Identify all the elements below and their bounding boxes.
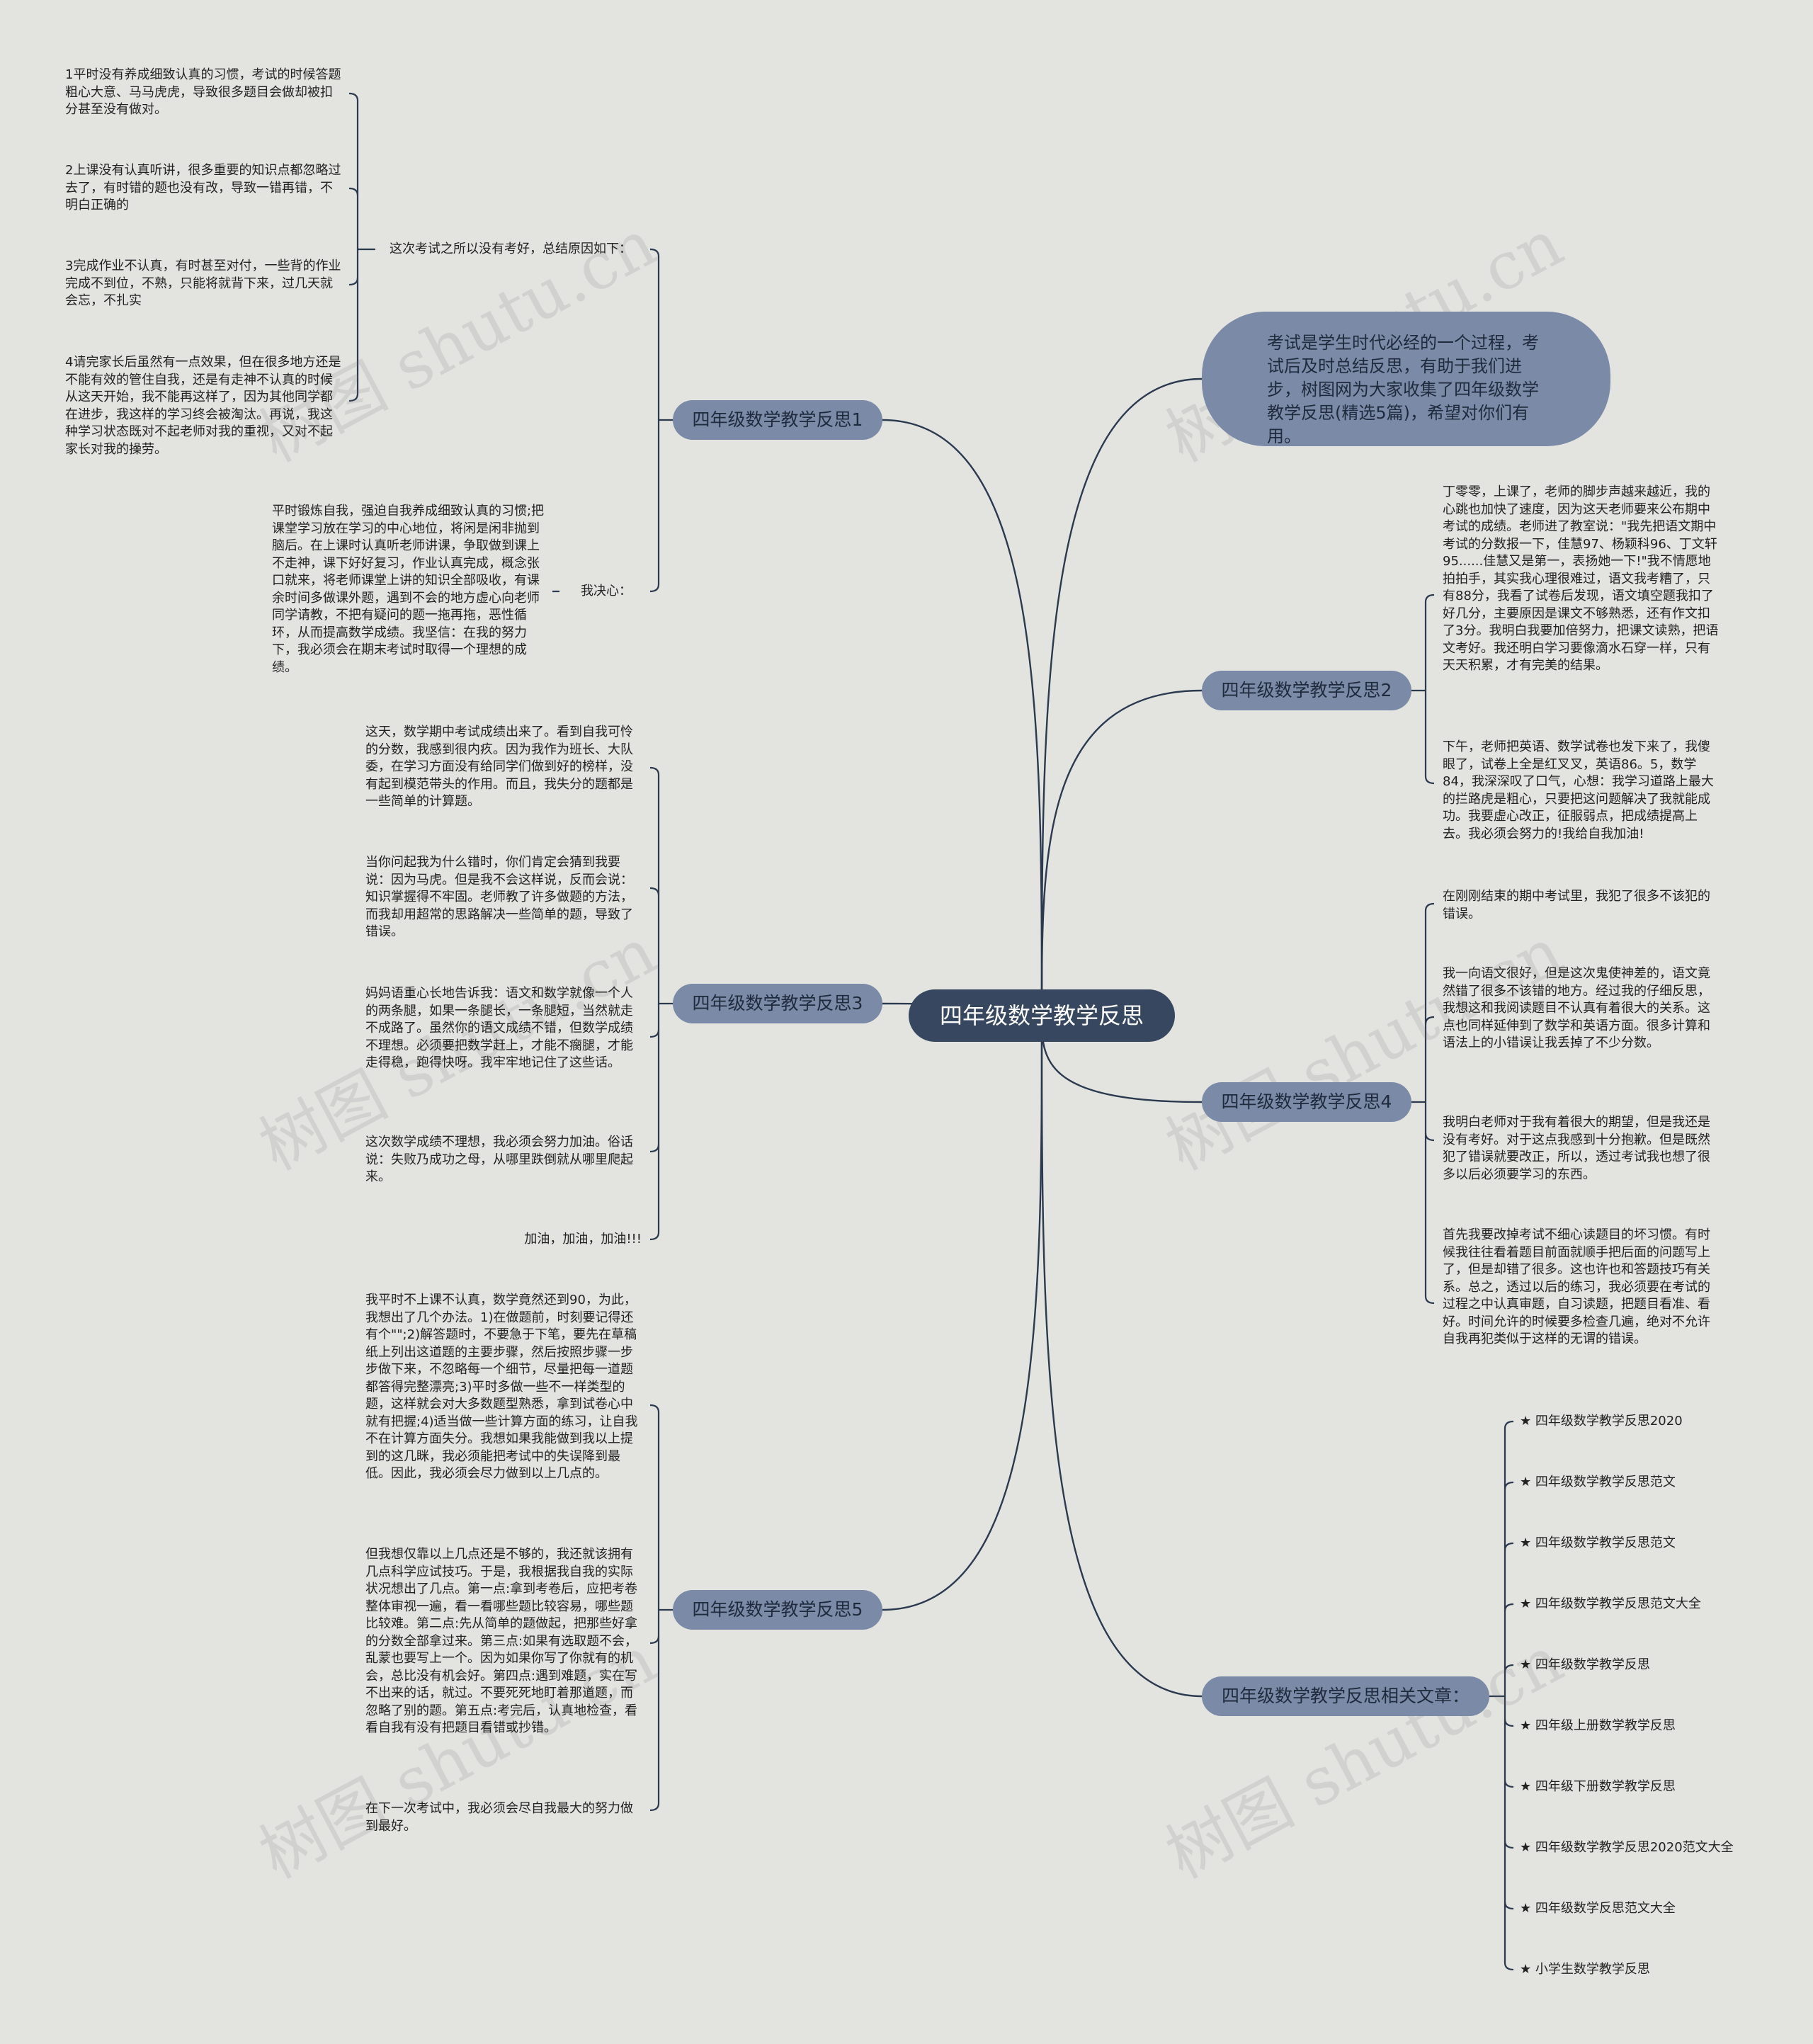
connector-line-20 (649, 766, 660, 776)
b1-resolve-text[interactable]: 平时锻炼自我，强迫自我养成细致认真的习惯;把课堂学习放在学习的中心地位，将闲是闲… (272, 504, 545, 675)
b1-reason-3[interactable]: 3完成作业不认真，有时甚至对付，一些背的作业完成不到位，不熟，只能将就背下来，过… (65, 259, 341, 308)
b5-item-1[interactable]: 我平时不上课不认真，数学竟然还到90，为此，我想出了几个办法。1)在做题前，时刻… (365, 1293, 638, 1481)
connector-line-16 (348, 393, 359, 402)
connector-line-46 (1504, 1664, 1514, 1673)
related-link[interactable]: ★ 四年级数学教学反思2020 (1520, 1414, 1683, 1429)
b2-item-2[interactable]: 下午，老师把英语、数学试卷也发下来了，我傻眼了，试卷上全是红叉叉，英语86。5，… (1443, 739, 1714, 841)
branch-2-node[interactable]: 四年级数学教学反思2 (1202, 671, 1411, 710)
connector-line-29 (649, 1802, 660, 1812)
connector-line-38 (1424, 1132, 1435, 1142)
connector-line-49 (1504, 1840, 1514, 1849)
related-link[interactable]: ★ 四年级数学教学反思范文 (1520, 1475, 1676, 1489)
connector-line-2 (882, 1015, 1043, 1611)
connector-line-50 (1504, 1901, 1514, 1910)
connector-line-9 (649, 248, 660, 257)
related-link[interactable]: ★ 四年级数学教学反思范文 (1520, 1535, 1676, 1550)
branch-related-node[interactable]: 四年级数学教学反思相关文章： (1202, 1676, 1489, 1716)
related-link[interactable]: ★ 四年级数学教学反思2020范文大全 (1520, 1840, 1734, 1855)
connector-line-13 (348, 92, 359, 101)
b3-item-5[interactable]: 加油，加油，加油!!! (524, 1232, 642, 1247)
connector-line-22 (649, 1029, 660, 1038)
b4-item-3[interactable]: 我明白老师对于我有着很大的期望，但是我还是没有考好。对于这点我感到十分抱歉。但是… (1443, 1115, 1710, 1182)
related-link[interactable]: ★ 四年级下册数学教学反思 (1520, 1779, 1676, 1794)
center-topic[interactable]: 四年级数学教学反思 (909, 989, 1175, 1042)
related-link[interactable]: ★ 四年级数学反思范文大全 (1520, 1901, 1676, 1916)
connector-line-21 (649, 887, 660, 896)
b4-item-1[interactable]: 在刚刚结束的期中考试里，我犯了很多不该犯的错误。 (1443, 889, 1710, 921)
b1-sub-resolve[interactable]: 我决心： (581, 584, 632, 598)
connector-line-36 (1424, 902, 1435, 912)
connector-line-14 (348, 187, 359, 196)
connector-line-24 (649, 1232, 660, 1241)
b3-item-4[interactable]: 这次数学成绩不理想，我必须会努力加油。俗话说：失败乃成功之母，从哪里跌倒就从哪里… (365, 1135, 633, 1184)
connector-line-42 (1504, 1420, 1514, 1429)
b2-item-1[interactable]: 丁零零，上课了，老师的脚步声越来越近，我的心跳也加快了速度，因为这天老师要来公布… (1443, 484, 1719, 673)
branch-3-node[interactable]: 四年级数学教学反思3 (673, 984, 882, 1023)
connector-line-47 (1504, 1718, 1514, 1727)
connector-line-0 (882, 419, 1043, 1016)
branch-4-node[interactable]: 四年级数学教学反思4 (1202, 1082, 1411, 1122)
branch-5-node[interactable]: 四年级数学教学反思5 (673, 1590, 882, 1630)
connector-line-10 (649, 584, 660, 593)
connector-line-23 (649, 1144, 660, 1153)
connector-line-33 (1424, 776, 1435, 785)
connector-line-43 (1504, 1481, 1514, 1490)
connector-line-32 (1424, 594, 1435, 603)
connector-line-37 (1424, 1016, 1435, 1025)
connector-line-39 (1424, 1295, 1435, 1305)
connector-line-27 (649, 1404, 660, 1413)
b1-reason-4[interactable]: 4请完家长后虽然有一点效果，但在很多地方还是不能有效的管住自我，还是有走神不认真… (65, 355, 341, 457)
b1-reason-1[interactable]: 1平时没有养成细致认真的习惯，考试的时候答题粗心大意、马马虎虎，导致很多题目会做… (65, 67, 341, 117)
connector-line-15 (348, 277, 359, 286)
b5-item-2[interactable]: 但我想仅靠以上几点还是不够的，我还就该拥有几点科学应试技巧。于是，我根据我自我的… (365, 1547, 638, 1735)
b1-reason-2[interactable]: 2上课没有认真听讲，很多重要的知识点都忽略过去了，有时错的题也没有改，导致一错再… (65, 163, 341, 212)
b3-item-3[interactable]: 妈妈语重心长地告诉我：语文和数学就像一个人的两条腿，如果一条腿长，一条腿短，当然… (365, 986, 633, 1070)
connector-line-45 (1504, 1603, 1514, 1612)
related-link[interactable]: ★ 四年级数学教学反思范文大全 (1520, 1596, 1701, 1611)
connector-line-3 (1040, 377, 1203, 1016)
connector-line-6 (1040, 1015, 1203, 1698)
related-link[interactable]: ★ 四年级上册数学教学反思 (1520, 1718, 1676, 1733)
connector-line-28 (649, 1635, 660, 1645)
branch-1-node[interactable]: 四年级数学教学反思1 (673, 400, 882, 440)
b3-item-1[interactable]: 这天，数学期中考试成绩出来了。看到自我可怜的分数，我感到很内疚。因为我作为班长、… (365, 725, 633, 809)
connector-line-51 (1504, 1962, 1514, 1971)
intro-node[interactable]: 考试是学生时代必经的一个过程，考试后及时总结反思，有助于我们进步，树图网为大家收… (1202, 312, 1610, 446)
b4-item-2[interactable]: 我一向语文很好，但是这次鬼使神差的，语文竟然错了很多不该错的地方。经过我的仔细反… (1443, 966, 1710, 1050)
b3-item-2[interactable]: 当你问起我为什么错时，你们肯定会猜到我要说：因为马虎。但是我不会这样说，反而会说… (365, 855, 633, 939)
related-link[interactable]: ★ 四年级数学教学反思 (1520, 1657, 1650, 1672)
connector-line-48 (1504, 1779, 1514, 1788)
b4-item-4[interactable]: 首先我要改掉考试不细心读题目的坏习惯。有时候我往往看着题目前面就顺手把后面的问题… (1443, 1227, 1710, 1346)
related-link[interactable]: ★ 小学生数学教学反思 (1520, 1962, 1650, 1977)
connector-line-4 (1040, 689, 1203, 1016)
connector-line-44 (1504, 1542, 1514, 1551)
b1-sub-reasons[interactable]: 这次考试之所以没有考好，总结原因如下： (390, 242, 632, 256)
b5-item-3[interactable]: 在下一次考试中，我必须会尽自我最大的努力做到最好。 (365, 1801, 633, 1834)
